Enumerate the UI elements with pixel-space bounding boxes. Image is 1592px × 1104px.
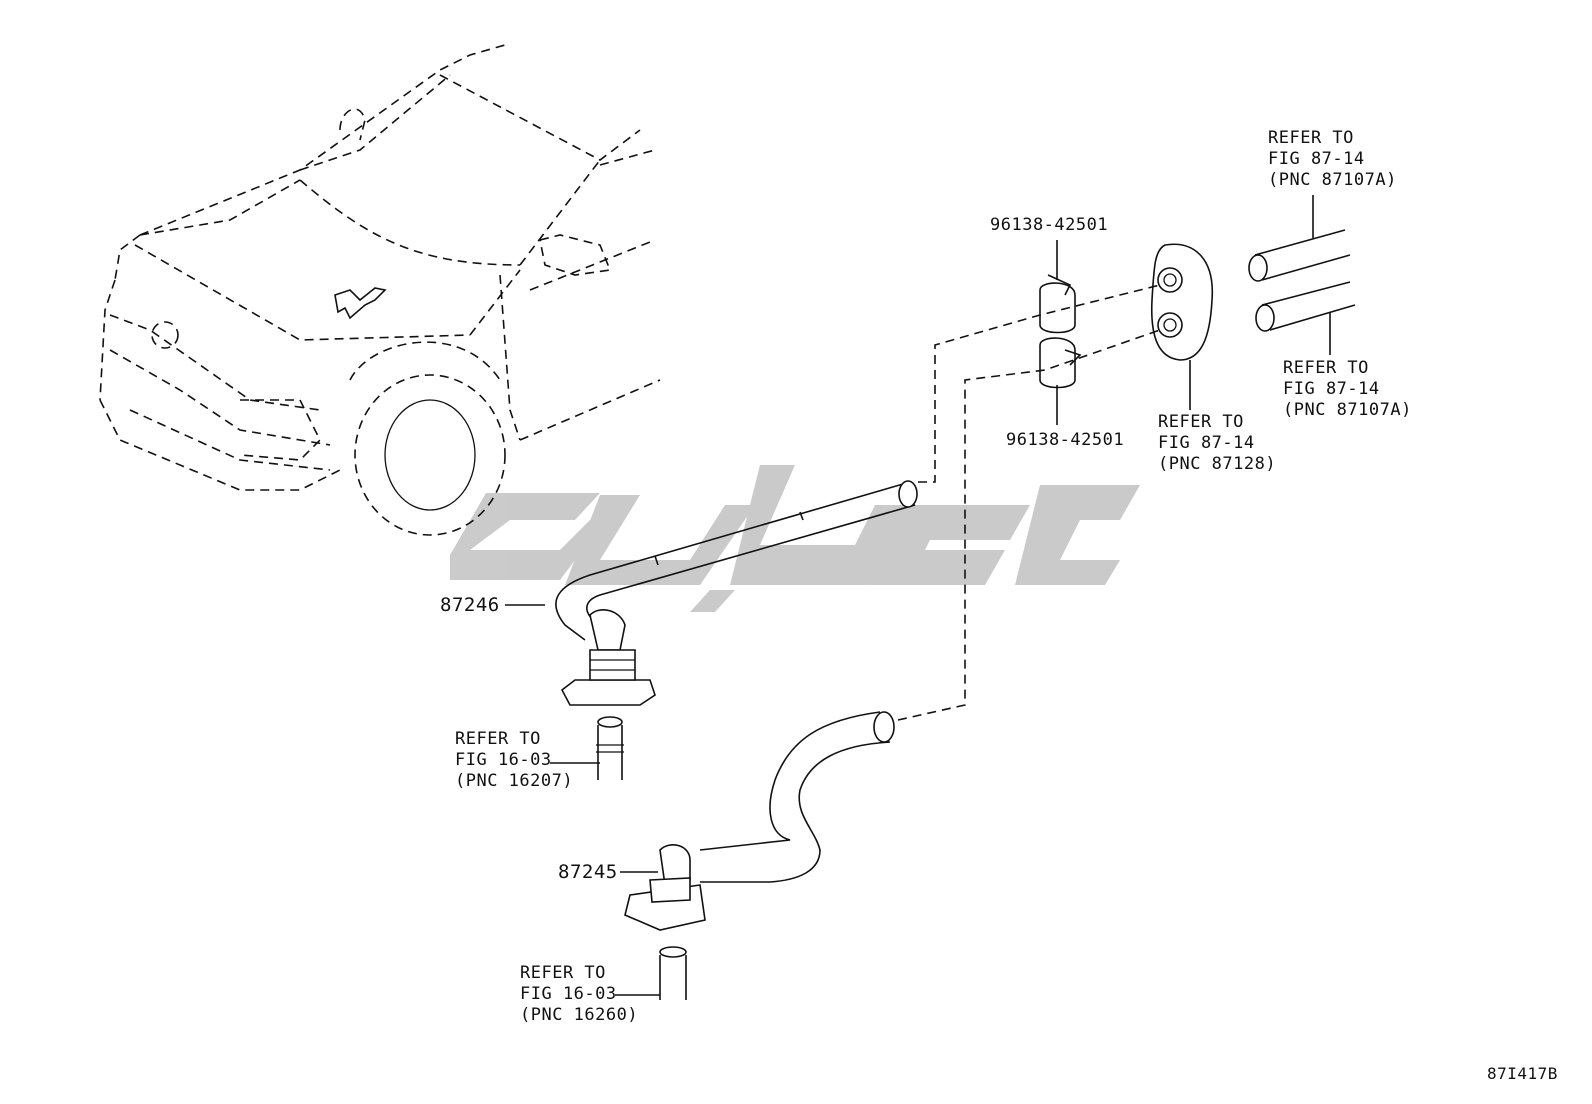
ref-port-lower-line3: (PNC 16260) <box>520 1005 639 1025</box>
watermark-logo <box>450 465 1140 612</box>
vehicle-outline-icon <box>99 44 661 536</box>
ref-port-lower-line2: FIG 16-03 <box>520 984 617 1004</box>
ref-port-upper-line2: FIG 16-03 <box>455 750 552 770</box>
ref-pipe-lower-line2: FIG 87-14 <box>1283 379 1380 399</box>
ref-grommet-line3: (PNC 87128) <box>1158 454 1277 474</box>
ref-grommet-line1: REFER TO <box>1158 412 1244 432</box>
routing-line-lower <box>897 329 1161 721</box>
ref-pipe-upper-line3: (PNC 87107A) <box>1268 170 1397 190</box>
hose-upper-part-number: 87246 <box>440 594 500 616</box>
routing-line-upper <box>918 284 1161 483</box>
ref-port-lower-line1: REFER TO <box>520 963 606 983</box>
diagram-code: 87I417B <box>1487 1064 1558 1083</box>
heater-hose-icon <box>624 711 895 931</box>
heater-hose-icon <box>555 480 918 706</box>
hose-lower-part-number: 87245 <box>558 861 618 883</box>
ref-pipe-upper-line2: FIG 87-14 <box>1268 149 1365 169</box>
ref-port-upper-line3: (PNC 16207) <box>455 771 574 791</box>
clip-top-part-number: 96138-42501 <box>990 215 1109 235</box>
engine-port-icon <box>659 946 687 1000</box>
ref-pipe-upper-line1: REFER TO <box>1268 128 1354 148</box>
ref-port-upper-line1: REFER TO <box>455 729 541 749</box>
ref-pipe-lower-line1: REFER TO <box>1283 358 1369 378</box>
heater-pipe-icon <box>1248 229 1356 332</box>
grommet-icon <box>1150 243 1214 361</box>
ref-pipe-lower-line3: (PNC 87107A) <box>1283 400 1412 420</box>
ref-grommet-line2: FIG 87-14 <box>1158 433 1255 453</box>
clip-bottom-part-number: 96138-42501 <box>1006 430 1125 450</box>
engine-port-icon <box>596 716 624 780</box>
hose-clip-icon <box>1039 274 1082 389</box>
